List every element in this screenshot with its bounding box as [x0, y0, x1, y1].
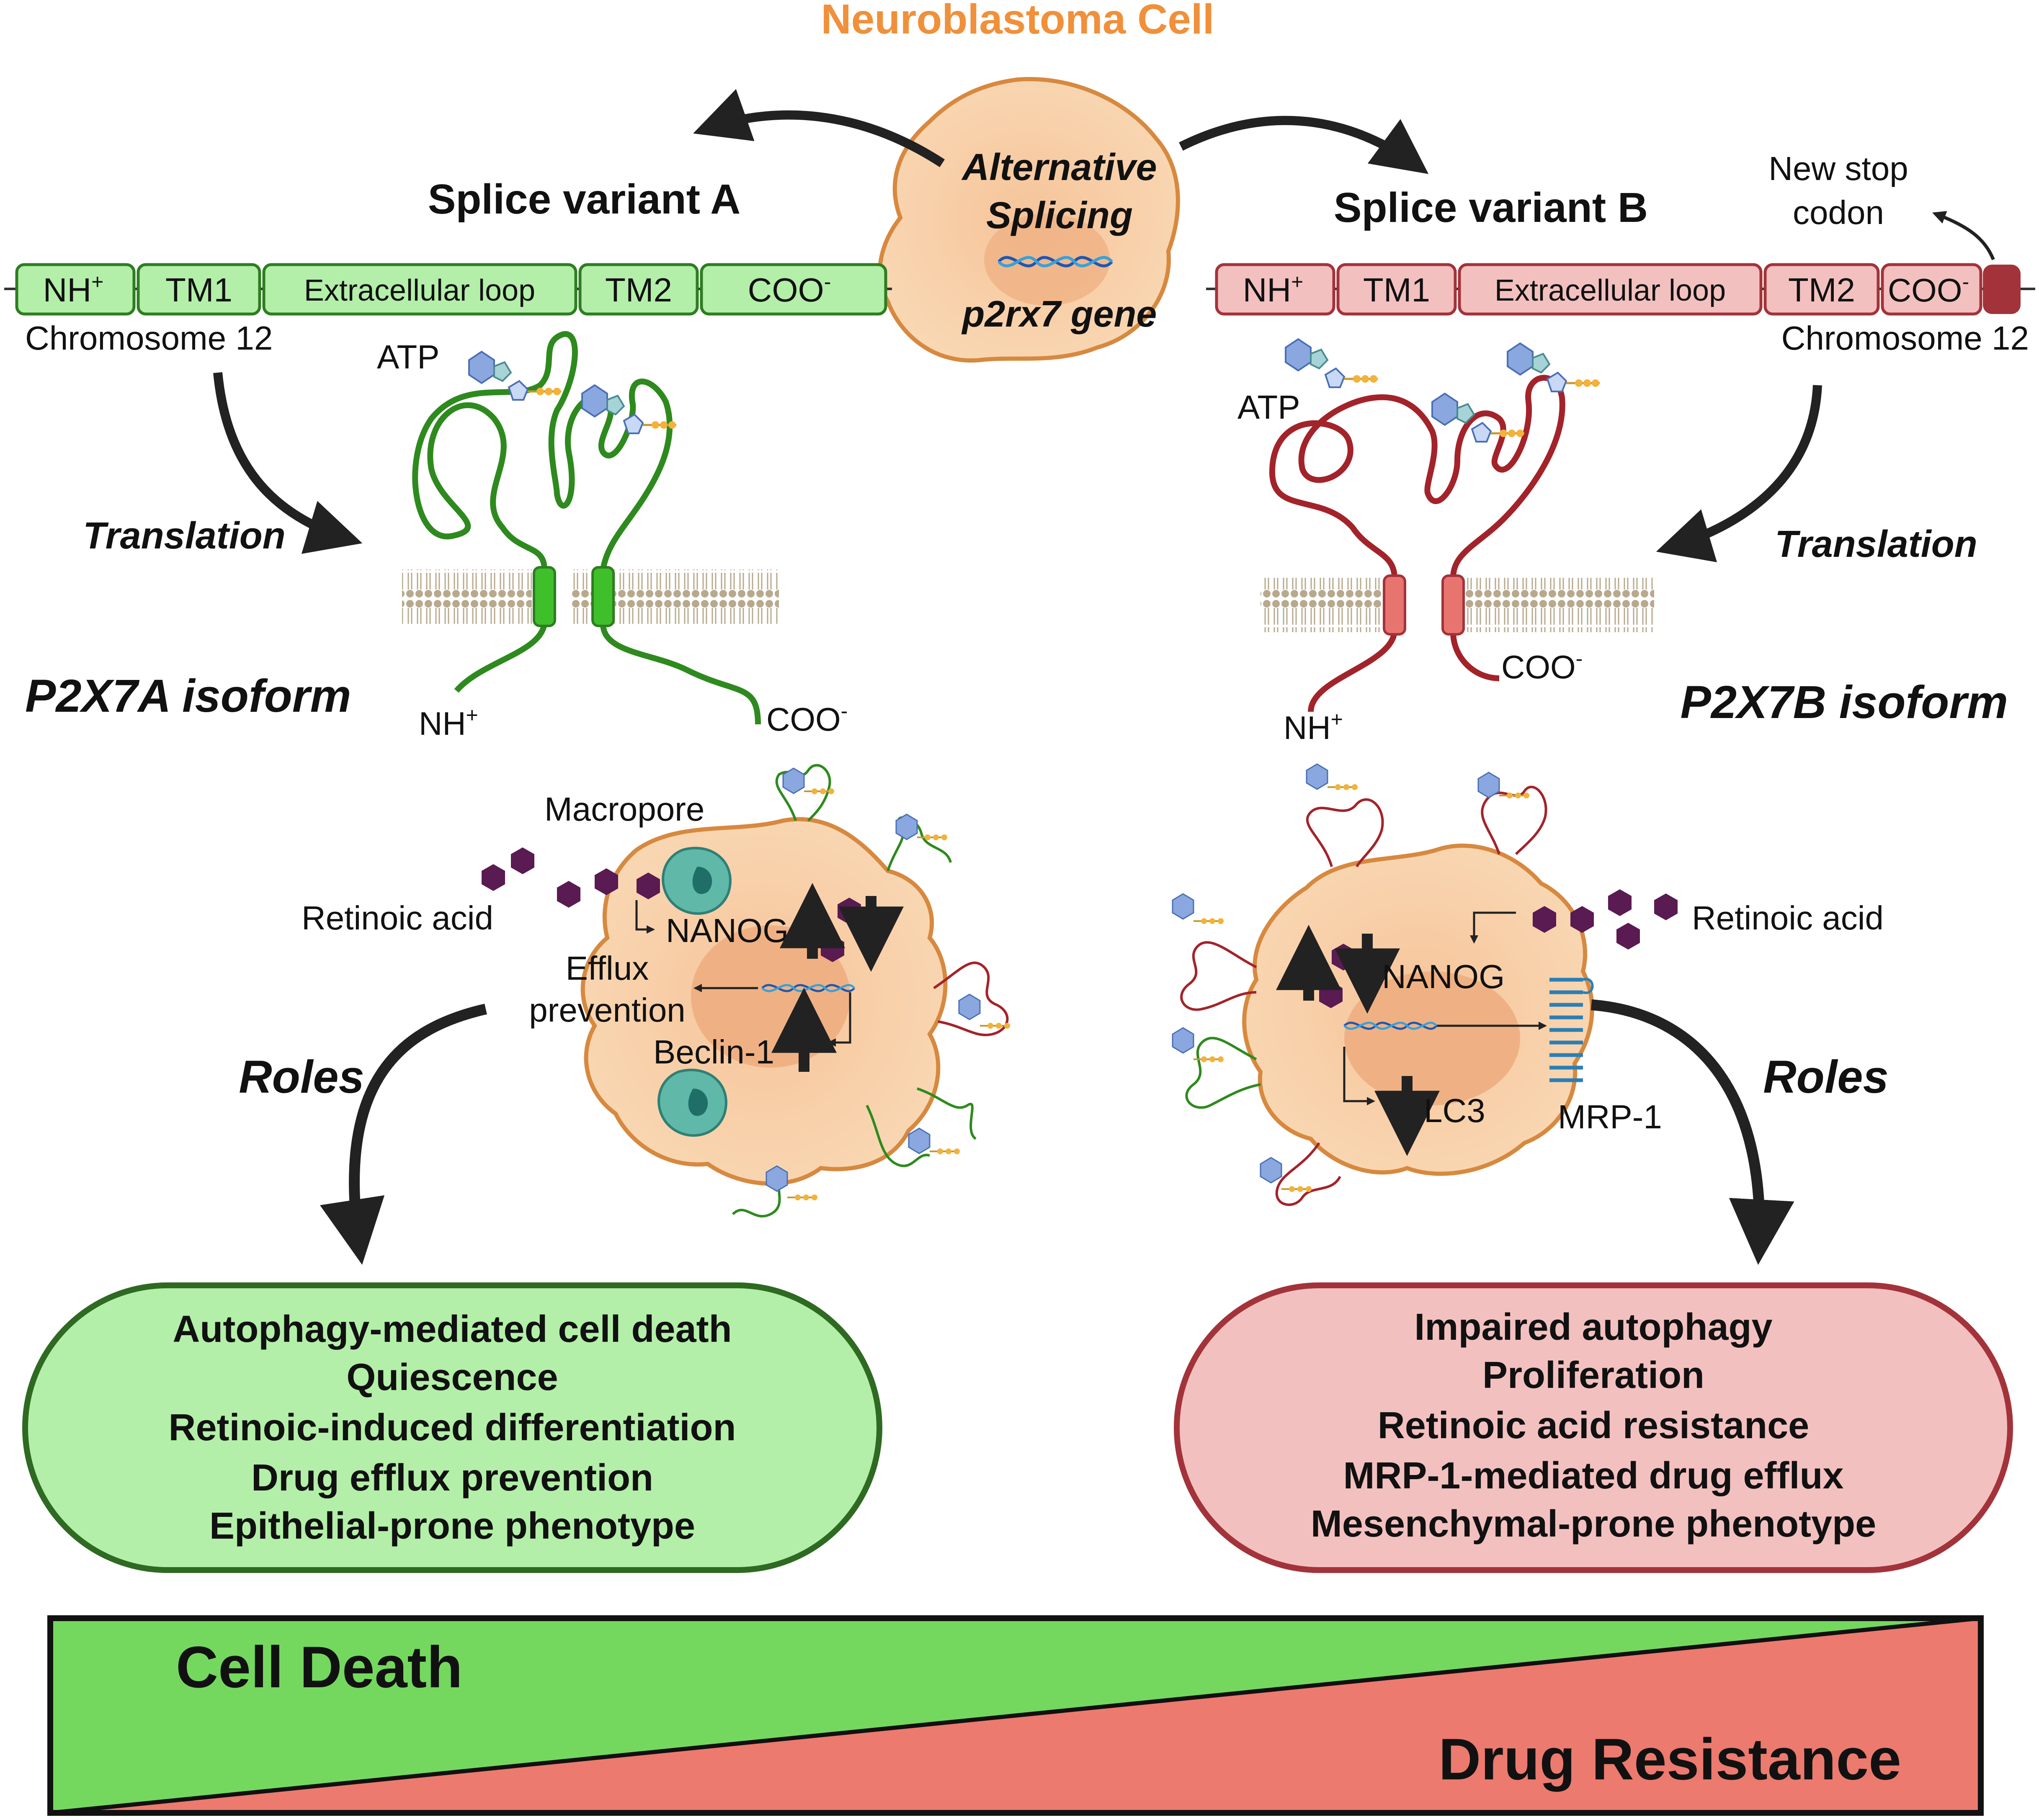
roles-arrow-a — [320, 1004, 487, 1265]
roles-a-label: Roles — [239, 1051, 364, 1103]
atp-a-label: ATP — [377, 338, 440, 376]
atp-molecule-icon — [1477, 772, 1529, 798]
translation-b-label: Translation — [1775, 523, 1977, 565]
atp-molecule-icon — [1260, 1157, 1312, 1192]
outcome-a-item: Drug efflux prevention — [251, 1457, 653, 1499]
domain-b-loop: Extracellular loop — [1495, 274, 1726, 307]
atp-molecule-icon — [1172, 1027, 1224, 1062]
macropore-icon — [657, 1068, 727, 1137]
mrp1-transporter-icon — [1549, 978, 1594, 1082]
outcomes-a-box — [22, 1282, 882, 1573]
roles-b-label: Roles — [1763, 1051, 1889, 1103]
atp-molecule-icon — [1285, 338, 1378, 388]
arrow-to-variant-a — [693, 89, 945, 167]
outcome-a-item: Epithelial-prone phenotype — [209, 1505, 695, 1547]
translation-arrow-a — [213, 372, 363, 554]
splice-variant-b-heading: Splice variant B — [1334, 184, 1648, 231]
retinoic-b-label: Retinoic acid — [1692, 899, 1884, 937]
atp-molecule-icon — [895, 813, 947, 840]
nanog-b-label: NANOG — [1382, 958, 1505, 995]
alternative-label: Alternative — [961, 147, 1157, 188]
gene-label: p2rx7 gene — [962, 293, 1157, 335]
lc3-label: LC3 — [1424, 1092, 1485, 1129]
cell-death-label: Cell Death — [176, 1634, 463, 1700]
receptor-cluster-b — [1180, 785, 1547, 1206]
efflux-label-1: Efflux — [566, 950, 649, 987]
domain-a-nh: NH+ — [43, 270, 104, 309]
retinoic-a-label: Retinoic acid — [302, 899, 493, 937]
domain-b-tm2: TM2 — [1788, 271, 1855, 309]
atp-molecule-icon — [581, 384, 676, 434]
coo-a-label: COO- — [766, 699, 848, 738]
neuroblastoma-cell-center — [878, 77, 1180, 363]
nh-a-label: NH+ — [419, 703, 478, 742]
nh-b-label: NH+ — [1284, 708, 1343, 746]
splice-variant-a-heading: Splice variant A — [428, 176, 741, 223]
drug-resistance-label: Drug Resistance — [1438, 1726, 1901, 1792]
efflux-label-2: prevention — [529, 991, 686, 1029]
beclin-label: Beclin-1 — [653, 1033, 774, 1071]
dna-icon — [1343, 1022, 1437, 1030]
p2x7a-isoform-label: P2X7A isoform — [25, 670, 351, 722]
atp-molecule-icon — [1507, 342, 1600, 392]
new-stop-label-1: New stop — [1768, 150, 1908, 187]
domain-a-coo: COO- — [748, 270, 831, 309]
atp-molecule-icon — [782, 767, 834, 794]
atp-molecule-icon — [1306, 763, 1358, 790]
atp-molecule-icon — [1431, 392, 1524, 443]
membrane-a — [402, 569, 779, 624]
dna-icon — [998, 256, 1113, 268]
gene-bar-a — [15, 263, 887, 316]
death-resistance-gradient — [47, 1615, 1984, 1816]
receptor-b-chain — [1269, 375, 1565, 712]
outcome-b-item: Impaired autophagy — [1414, 1306, 1772, 1348]
chromosome-a-label: Chromosome 12 — [25, 319, 273, 357]
nanog-a-label: NANOG — [666, 912, 789, 949]
p2x7b-isoform-label: P2X7B isoform — [1681, 677, 2008, 728]
atp-molecule-icon — [958, 994, 1010, 1029]
atp-molecule-icon — [1172, 893, 1224, 924]
receptor-a-chain — [412, 331, 761, 725]
outcome-a-item: Retinoic-induced differentiation — [168, 1407, 736, 1449]
atp-molecule-icon — [766, 1165, 817, 1200]
domain-a-loop: Extracellular loop — [304, 274, 535, 307]
outcomes-b-list: Impaired autophagy Proliferation Retinoi… — [1311, 1306, 1876, 1545]
domain-b-tm1: TM1 — [1363, 271, 1430, 309]
domain-a-tm1: TM1 — [165, 271, 232, 309]
outcome-a-item: Quiescence — [346, 1357, 558, 1398]
new-stop-label-2: codon — [1793, 194, 1884, 231]
outcomes-b-box — [1174, 1282, 2013, 1573]
macropore-label: Macropore — [544, 790, 704, 828]
outcome-b-item: Proliferation — [1482, 1354, 1704, 1396]
arrow-to-variant-b — [1179, 116, 1429, 174]
splicing-label: Splicing — [986, 195, 1133, 237]
gene-bar-b — [1215, 263, 2021, 316]
outcomes-a-list: Autophagy-mediated cell death Quiescence… — [168, 1308, 736, 1547]
mrp1-label: MRP-1 — [1558, 1098, 1662, 1135]
translation-arrow-b — [1656, 385, 1822, 562]
outcome-b-item: Mesenchymal-prone phenotype — [1311, 1503, 1876, 1545]
roles-arrow-b — [1590, 999, 1794, 1265]
coo-b-label: COO- — [1501, 647, 1583, 685]
domain-b-coo: COO- — [1888, 270, 1969, 309]
outcome-b-item: MRP-1-mediated drug efflux — [1343, 1455, 1843, 1497]
macropore-icon — [662, 847, 732, 915]
outcome-a-item: Autophagy-mediated cell death — [173, 1308, 732, 1350]
atp-b-label: ATP — [1237, 389, 1300, 426]
domain-b-nh: NH+ — [1243, 270, 1304, 309]
translation-a-label: Translation — [83, 515, 285, 557]
atp-molecule-icon — [468, 350, 561, 401]
domain-a-tm2: TM2 — [605, 271, 672, 309]
diagram-title: Neuroblastoma Cell — [821, 0, 1214, 43]
outcome-b-item: Retinoic acid resistance — [1378, 1405, 1809, 1447]
chromosome-b-label: Chromosome 12 — [1781, 319, 2029, 357]
stop-codon-arrow — [1932, 211, 1995, 260]
atp-molecule-icon — [908, 1128, 960, 1154]
